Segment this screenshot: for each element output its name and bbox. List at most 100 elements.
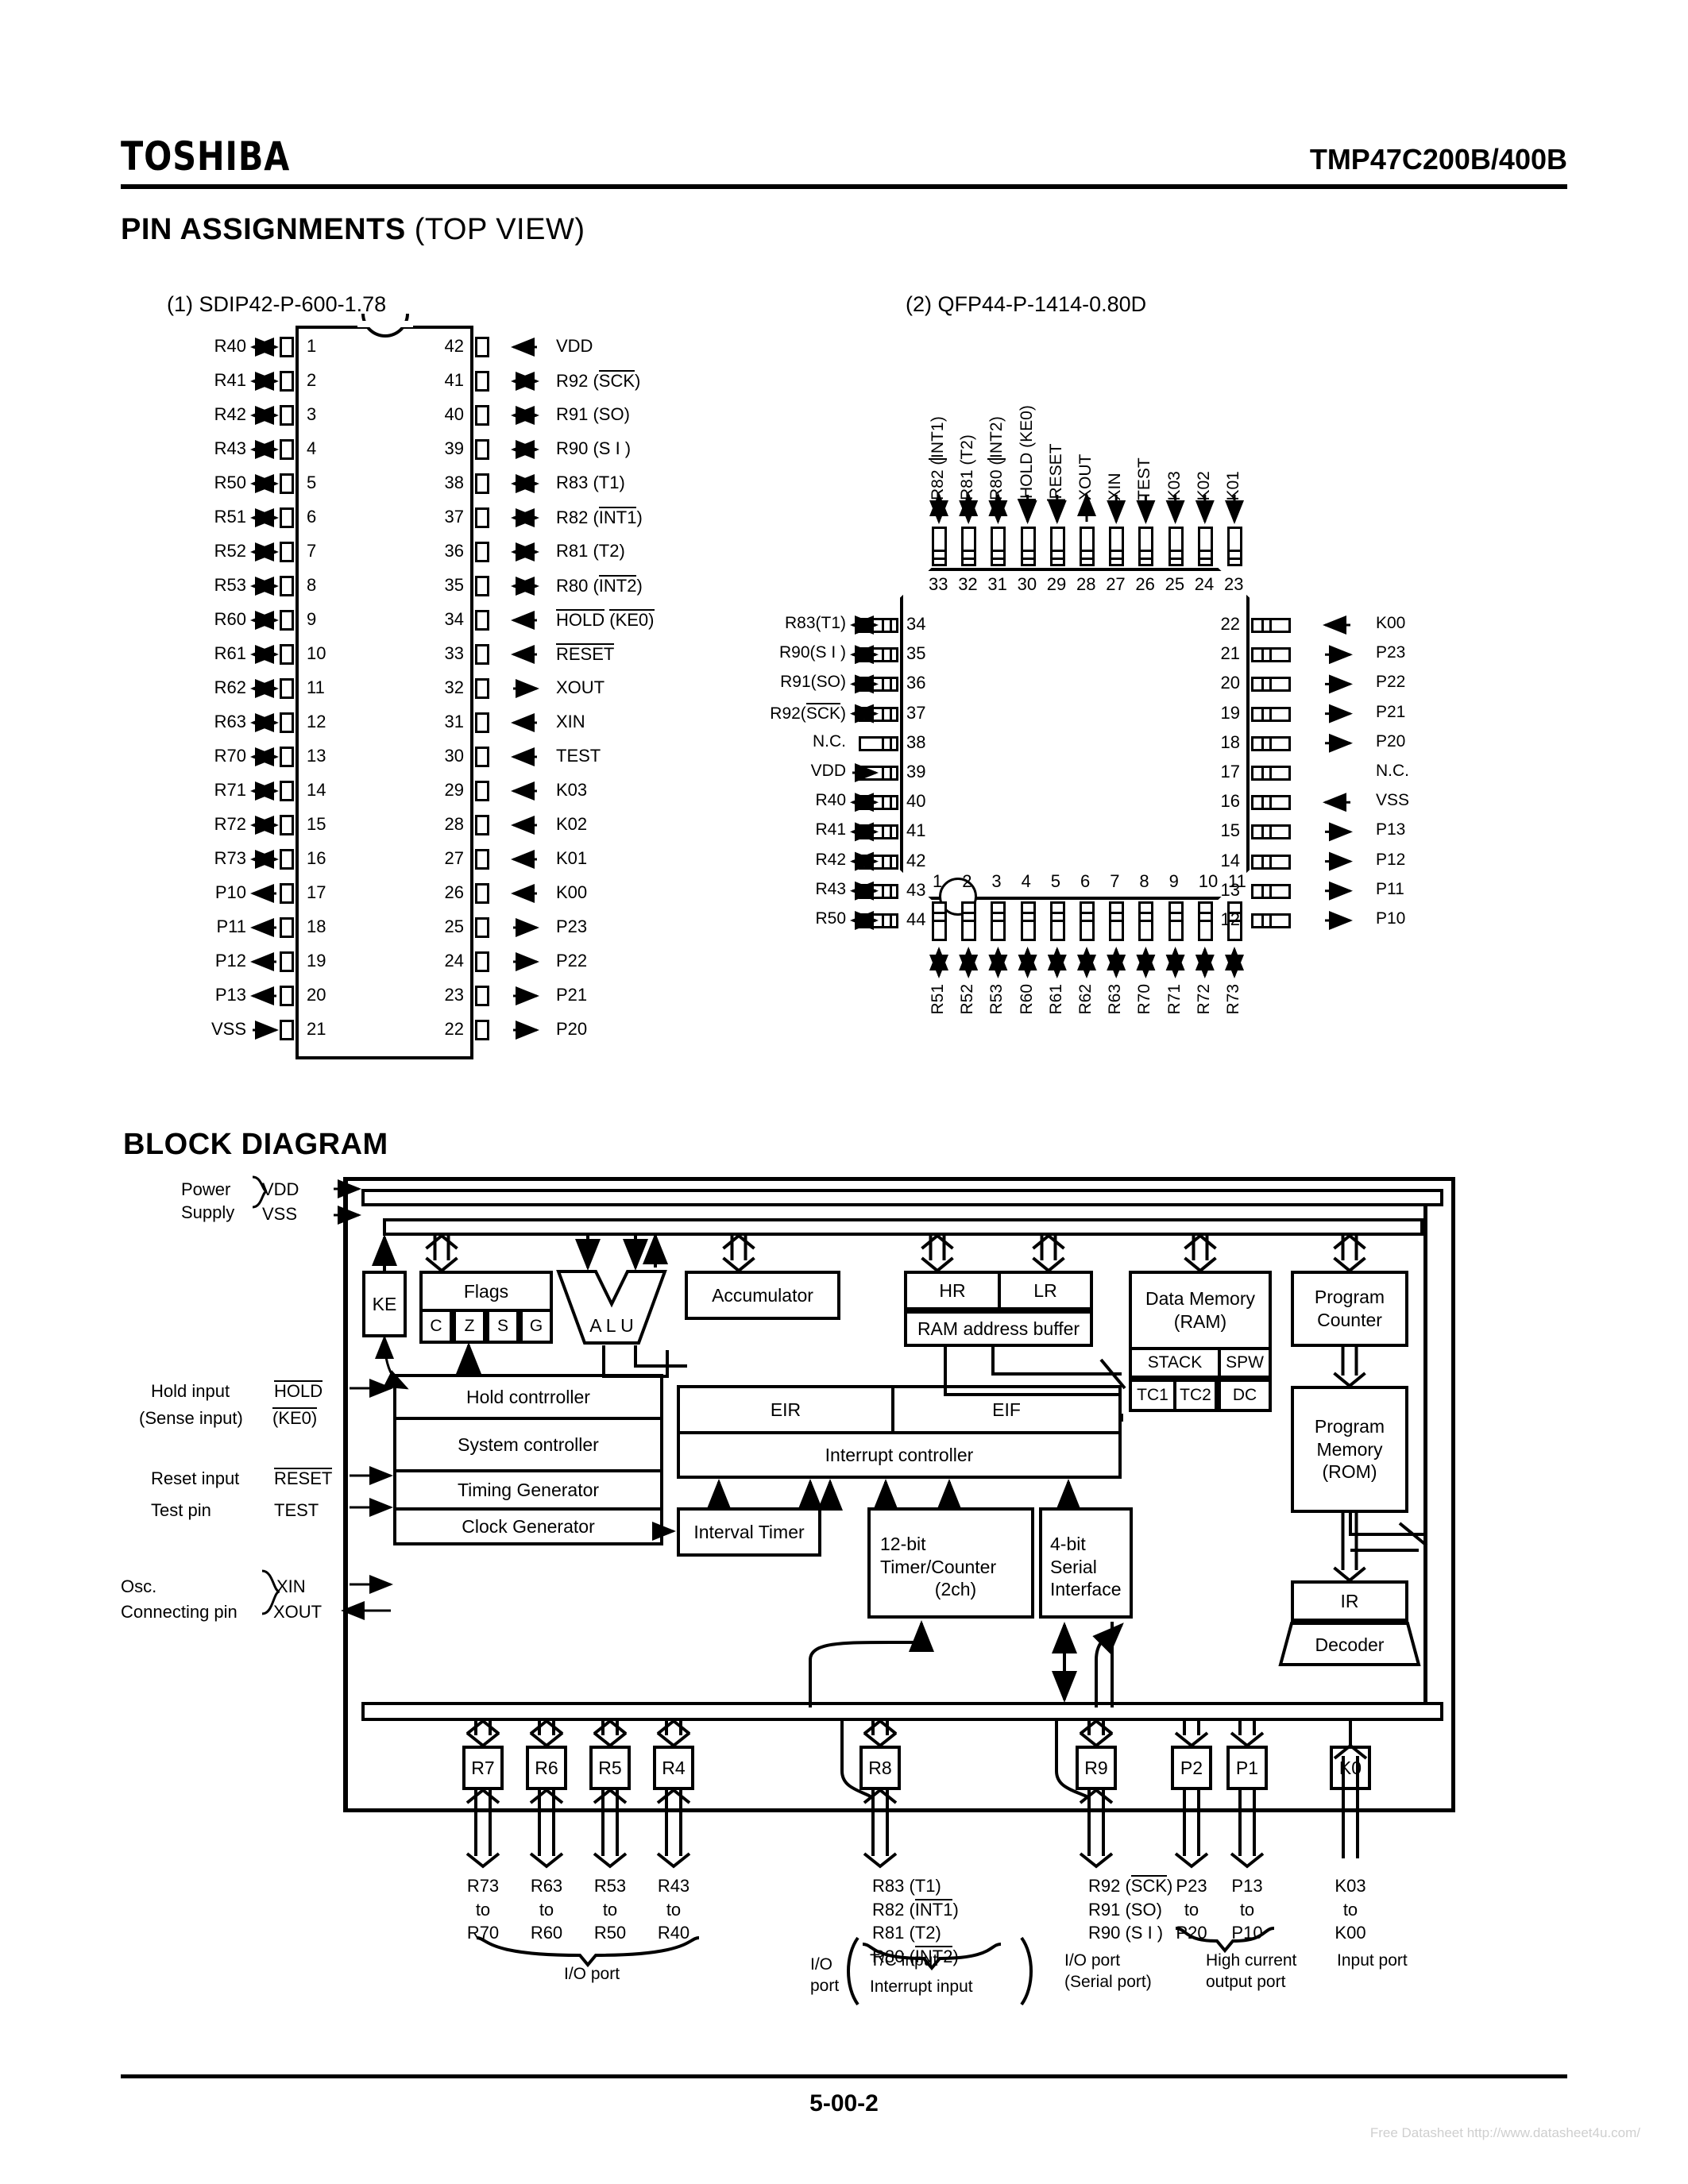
tc1-box: TC1 [1129,1379,1173,1412]
qfp-pin-number: 36 [906,673,926,693]
dip-pin-label-left: R63 [214,712,246,731]
dip-pin-number: 11 [307,677,325,697]
qfp-pin-number: 40 [906,791,926,812]
qfp-pin-label-top: HOLD (KE0) [1017,405,1036,500]
flag-s: S [486,1309,520,1344]
qfp-pin-number: 10 [1198,871,1219,891]
qfp-pad-top [1197,527,1213,566]
qfp-pin-label-left: R91(SO) [780,673,846,692]
tc2-box: TC2 [1173,1379,1218,1412]
qfp-pin-label-right: P20 [1376,731,1406,751]
dip-pin-number: 1 [307,336,317,356]
qfp-pin-number: 15 [1220,820,1240,841]
dip-pin-label-left: R50 [214,473,246,492]
dip-pin-number: 8 [307,575,317,595]
dip-pin-number: 32 [444,677,464,697]
reset-pin-label: RESET [274,1468,333,1488]
dip-pad-left [280,747,294,767]
qfp-pad-top [1080,527,1095,566]
dip-pin-number: 13 [307,746,326,766]
dip-pin-label-right: R81 (T2) [556,541,625,561]
dip-pad-right [475,712,489,733]
dip-pin-number: 39 [444,438,464,458]
qfp-pad-top [932,527,947,566]
qfp-pin-label-left: R40 [815,791,846,810]
qfp-pad-top [1109,527,1125,566]
dip-pin-number: 3 [307,404,317,424]
dip-pin-number: 18 [307,916,326,936]
dip-pin-label-left: R52 [214,541,246,561]
port-box-r6: R6 [526,1746,567,1790]
qfp-pad-top [1020,527,1036,566]
dip-pad-right [475,337,489,357]
qfp-pin-number: 37 [906,702,926,723]
qfp-pin-number: 38 [906,731,926,752]
dip-pin-label-right: R82 (INT1) [556,507,643,527]
ram-address-buffer-box: RAM address buffer [904,1310,1093,1347]
dip-pin-label-left: P10 [214,882,246,902]
qfp-pad-bottom [1227,901,1242,941]
hold-controller-box: Hold contrroller [393,1374,663,1417]
qfp-pin-label-right: P10 [1376,909,1406,928]
alu-label: A L U [589,1315,634,1336]
dip-pad-right [475,986,489,1006]
eif-box: EIF [891,1385,1122,1431]
dip-pin-number: 10 [307,643,326,663]
dip-pin-number: 7 [307,541,317,561]
dip-pin-number: 22 [444,1019,464,1039]
xout-pin-label: XOUT [273,1602,323,1622]
dip-pad-right [475,917,489,938]
dip-pin-number: 38 [444,473,464,492]
dip-pin-number: 6 [307,507,317,527]
dip-package-body [295,326,473,1059]
qfp-pad-top [1168,527,1184,566]
qfp-pin-label-left: R43 [815,879,846,898]
sense-input-label: (Sense input) [139,1408,243,1428]
dip-pad-right [475,1020,489,1040]
qfp-pin-number: 17 [1220,762,1240,781]
qfp-package-title: (2) QFP44-P-1414-0.80D [906,292,1147,316]
flag-c: C [419,1309,453,1344]
pin-assignments-subtitle: (TOP VIEW) [414,213,585,246]
qfp-pin-number: 34 [906,614,926,634]
port-label-r9: R92 (SCK)R91 (SO)R90 (S I ) [1088,1875,1173,1943]
qfp-pin-number: 43 [906,879,926,900]
dip-pin-number: 24 [444,951,464,970]
qfp-pin-label-left: R50 [815,909,846,928]
qfp-pin-label-right: VSS [1376,791,1410,810]
chip-right-rail [1423,1206,1427,1702]
qfp-pin-number: 11 [1228,871,1246,891]
dip-pin-number: 26 [444,882,464,902]
vss-pin-label: VSS [262,1204,298,1224]
dip-pin-label-right: P20 [556,1019,588,1039]
port-box-k0: K0 [1330,1746,1371,1790]
dip-pin-number: 37 [444,507,464,527]
port-box-r8: R8 [859,1746,901,1790]
qfp-pin-number: 26 [1135,574,1155,594]
qfp-pin-label-left: R41 [815,820,846,839]
dip-pad-left [280,951,294,972]
qfp-pin-label-bottom: R51 [929,984,947,1015]
caption-io-port-r: I/O port [564,1965,620,1983]
qfp-pin-number: 25 [1165,574,1185,594]
dip-pad-left [280,815,294,835]
dip-pin-label-right: R90 (S I ) [556,438,632,458]
dip-pad-right [475,371,489,392]
dip-pad-right [475,542,489,562]
dip-pin-label-right: R83 (T1) [556,473,625,492]
qfp-pad-left [859,766,898,781]
dip-pin-number: 42 [444,336,464,356]
qfp-pin-number: 44 [906,909,926,929]
dip-pin-number: 21 [307,1019,326,1039]
qfp-pin-label-left: R90(S I ) [778,643,846,662]
dip-pin-number: 36 [444,541,464,561]
dip-pin-label-right: P21 [556,985,588,1005]
dip-pad-left [280,337,294,357]
qfp-pad-left [859,647,898,663]
dip-pin-label-right: XOUT [556,677,605,697]
qfp-pin-number: 22 [1220,614,1240,634]
caption-tc-interrupt: T/C input Interrupt input [870,1951,973,1997]
pin-assignments-title: PIN ASSIGNMENTS [121,213,406,246]
